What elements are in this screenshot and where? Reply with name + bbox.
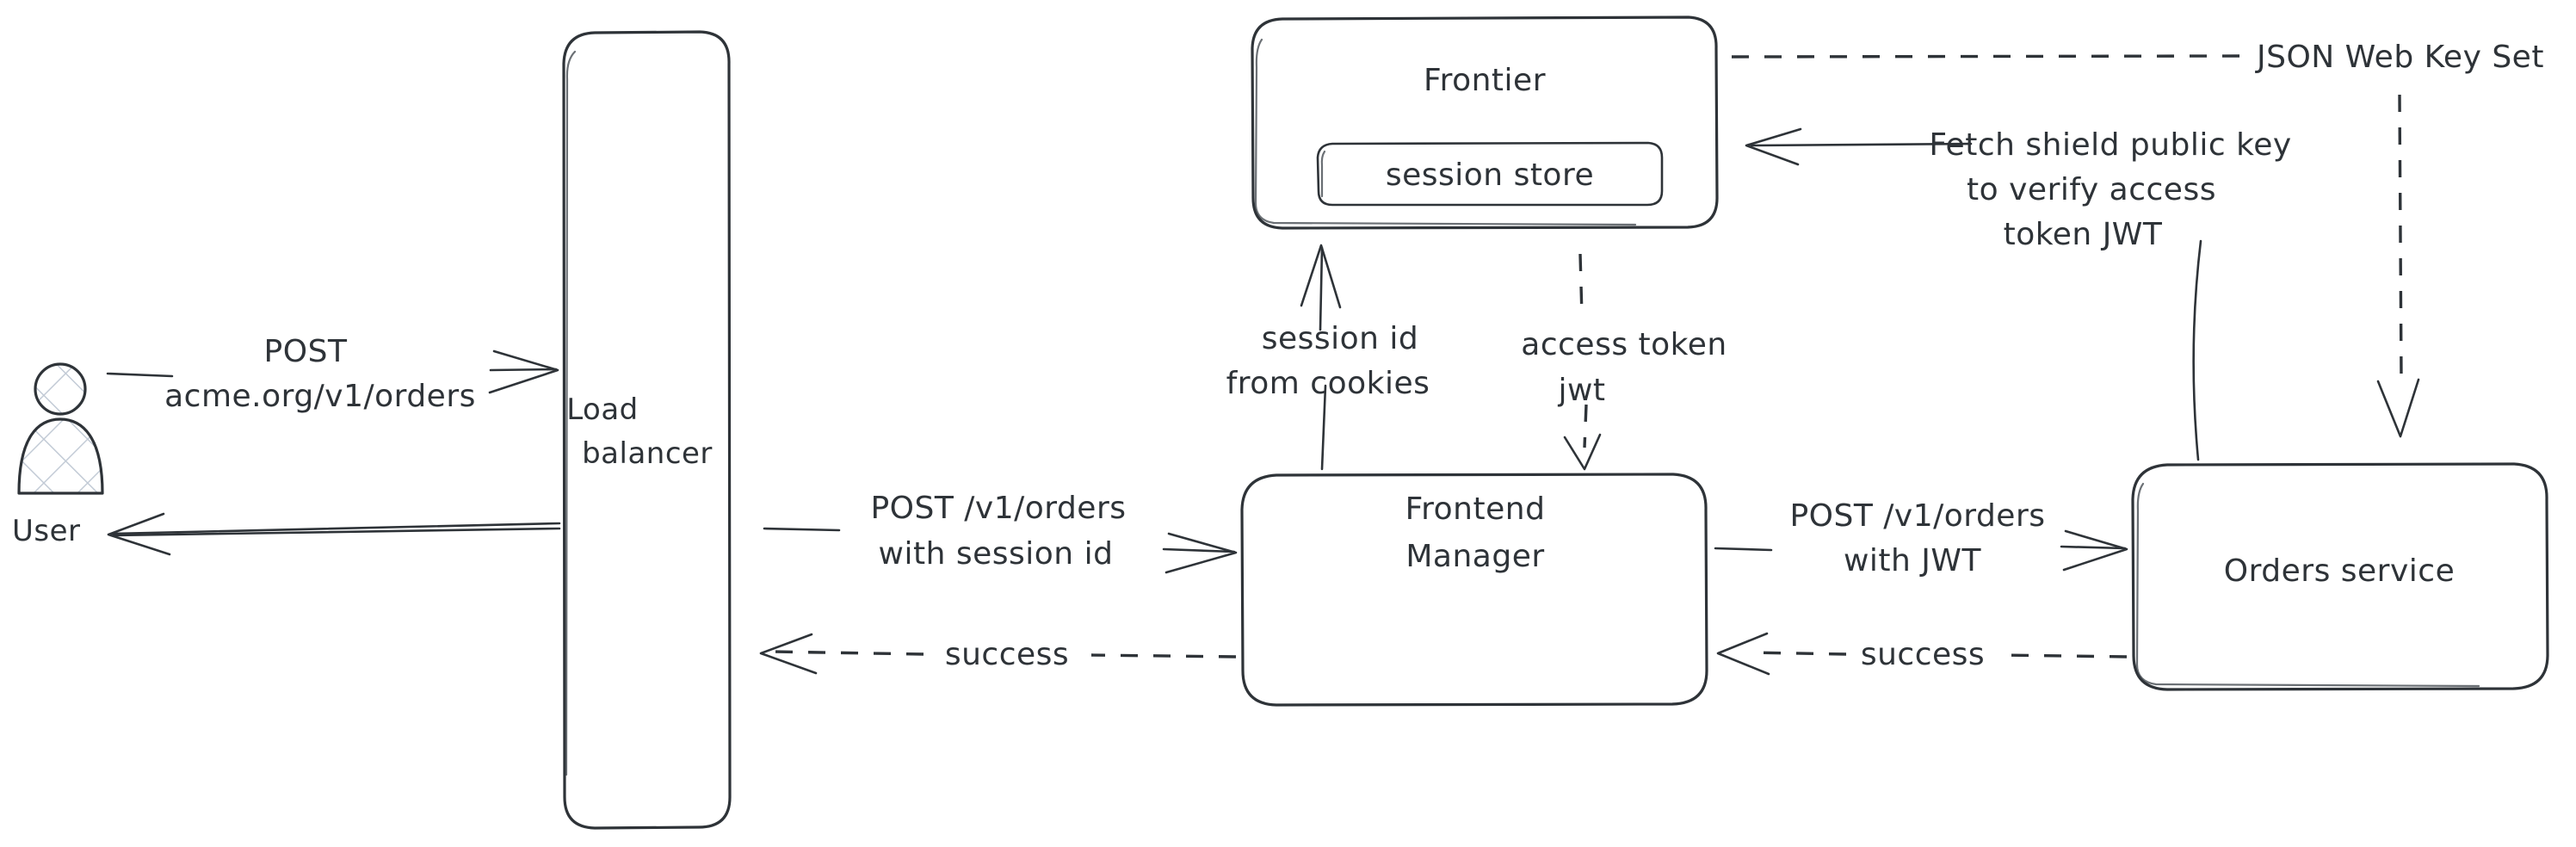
edge-fm-frontier-label-line1: session id xyxy=(1262,321,1419,356)
edge-lb-fm-label-line2: with session id xyxy=(879,536,1114,572)
frontend-manager-label-line2: Manager xyxy=(1405,539,1544,574)
edge-jwks-arrowhead xyxy=(2376,378,2420,438)
edge-jwks-label: JSON Web Key Set xyxy=(2255,40,2544,75)
frontier-label: Frontier xyxy=(1424,63,1546,98)
frontend-manager-fill xyxy=(1242,474,1707,705)
user-body-outline xyxy=(17,417,104,495)
edge-user-lb-label-line2: acme.org/v1/orders xyxy=(164,379,476,414)
orders-service-outline xyxy=(2131,462,2549,691)
edge-fm-frontier-line-lower xyxy=(1320,384,1327,471)
edge-fm-lb-dash-right xyxy=(1090,653,1237,658)
load-balancer-label-line2: balancer xyxy=(582,436,713,471)
edge-user-lb-label-line1: POST xyxy=(264,334,348,369)
edge-user-lb-stub xyxy=(106,372,174,378)
edge-fm-lb-dash-left xyxy=(769,650,924,656)
node-orders-service[interactable] xyxy=(2131,462,2549,691)
load-balancer-outline xyxy=(562,30,732,830)
edge-frontier-fm-dash-upper xyxy=(1578,253,1584,318)
frontend-manager-label-line1: Frontend xyxy=(1405,492,1546,527)
orders-service-label: Orders service xyxy=(2224,553,2455,589)
edge-orders-fm-label: success xyxy=(1861,637,1985,672)
edge-lb-user-line-a xyxy=(110,522,561,535)
edge-fm-frontier-line-upper xyxy=(1319,246,1324,331)
edge-orders-frontier-label-line2: to verify access xyxy=(1967,172,2216,207)
edge-load-balancer-to-user xyxy=(107,512,561,556)
edge-fm-orders-arrowhead xyxy=(2062,529,2128,572)
edge-fm-lb-label: success xyxy=(945,637,1069,672)
edge-fm-orders-label-line2: with JWT xyxy=(1844,543,1982,578)
edge-frontend-manager-to-orders-service xyxy=(1714,529,2128,572)
edge-orders-fm-dash-right xyxy=(1998,653,2128,658)
edge-load-balancer-to-frontend-manager xyxy=(763,527,1238,574)
edge-lb-fm-arrowhead xyxy=(1164,532,1238,574)
user-label: User xyxy=(12,514,81,548)
edge-lb-user-line-b xyxy=(112,527,561,537)
frontend-manager-outline xyxy=(1240,473,1708,707)
edge-fm-orders-line xyxy=(2060,545,2127,550)
edge-orders-frontier-curve xyxy=(2192,239,2202,461)
session-store-label: session store xyxy=(1386,158,1594,193)
edge-orders-service-to-frontier xyxy=(1745,127,2202,461)
edge-frontier-fm-dash-lower xyxy=(1583,404,1588,448)
edge-fm-frontier-arrowhead xyxy=(1300,244,1342,309)
edge-orders-fm-dash-left xyxy=(1748,651,1847,656)
load-balancer-label-line1: Load xyxy=(566,393,639,427)
node-user[interactable] xyxy=(17,362,104,495)
load-balancer-outline-ghost xyxy=(565,50,577,776)
node-frontend-manager[interactable] xyxy=(1240,473,1708,707)
edge-frontier-fm-label-line1: access token xyxy=(1521,327,1727,362)
edge-lb-fm-label-line1: POST /v1/orders xyxy=(870,491,1126,526)
edge-fm-orders-stub xyxy=(1714,547,1773,552)
edge-frontend-manager-to-frontier xyxy=(1300,244,1342,471)
edge-frontier-fm-label-line2: jwt xyxy=(1557,373,1605,408)
orders-service-fill xyxy=(2133,464,2548,689)
session-store-fill xyxy=(1318,143,1662,205)
user-body-icon xyxy=(19,419,102,493)
edge-orders-fm-arrowhead xyxy=(1716,632,1770,676)
session-store-outline-ghost xyxy=(1320,150,1326,198)
edge-lb-fm-stub xyxy=(763,527,841,532)
node-load-balancer[interactable] xyxy=(562,30,732,830)
edge-frontier-to-frontend-manager xyxy=(1563,253,1602,471)
user-head-icon xyxy=(35,364,85,414)
edge-frontend-manager-to-load-balancer xyxy=(759,633,1237,675)
edge-frontier-fm-arrowhead xyxy=(1563,433,1602,471)
orders-service-outline-ghost xyxy=(2135,482,2480,688)
edge-user-lb-arrowhead xyxy=(488,349,559,394)
frontier-outline-ghost xyxy=(1254,38,1637,226)
load-balancer-fill xyxy=(564,32,730,828)
edge-frontier-jwks xyxy=(1731,54,2420,438)
edge-orders-frontier-label-line3: token JWT xyxy=(2004,217,2163,252)
edge-user-to-load-balancer xyxy=(106,349,559,394)
edge-user-lb-line xyxy=(489,368,558,372)
edge-orders-frontier-arrowhead xyxy=(1745,127,1802,166)
edge-jwks-dash-vertical xyxy=(2398,94,2403,380)
edge-jwks-dash-horizontal xyxy=(1731,54,2242,59)
user-head-outline xyxy=(34,362,87,416)
edge-fm-frontier-label-line2: from cookies xyxy=(1226,366,1430,401)
edge-fm-lb-arrowhead xyxy=(759,633,818,675)
edge-orders-service-to-frontend-manager xyxy=(1716,632,2128,676)
frontier-outline xyxy=(1251,15,1719,230)
session-store-outline xyxy=(1316,141,1664,207)
node-session-store[interactable] xyxy=(1316,141,1664,207)
edge-orders-frontier-label-line1: Fetch shield public key xyxy=(1929,127,2291,163)
edge-fm-orders-label-line1: POST /v1/orders xyxy=(1789,498,2045,534)
edge-lb-fm-line xyxy=(1162,547,1236,553)
edge-orders-frontier-line xyxy=(1750,142,1973,147)
edge-lb-user-arrowhead xyxy=(107,512,171,556)
